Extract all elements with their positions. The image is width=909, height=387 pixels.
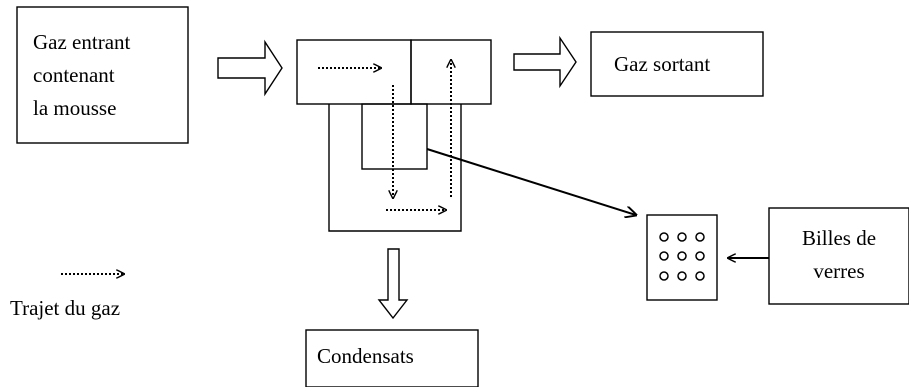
beads-pointer-arrow	[426, 148, 636, 215]
inlet-label-line2: contenant	[33, 63, 115, 87]
inlet-hollow-arrow	[217, 39, 283, 97]
outlet-box	[590, 31, 764, 97]
beads-label-line1: Billes de	[801, 226, 877, 250]
condensate-label: Condensats	[317, 344, 414, 368]
separator-dip-tube	[361, 103, 428, 170]
beads-icon	[659, 232, 705, 281]
separator-body	[328, 104, 462, 232]
beads-icon-box	[646, 214, 718, 301]
beads-label-line2: verres	[813, 259, 865, 283]
condensate-hollow-arrow	[377, 248, 409, 320]
outlet-label: Gaz sortant	[614, 52, 711, 76]
inlet-label-line3: la mousse	[33, 96, 117, 120]
beads-label-box	[768, 207, 909, 305]
inlet-box	[16, 6, 189, 144]
inlet-label-line1: Gaz entrant	[33, 30, 131, 54]
legend-label: Trajet du gaz	[10, 296, 121, 320]
outlet-hollow-arrow	[513, 35, 577, 89]
condensate-box	[305, 329, 479, 387]
